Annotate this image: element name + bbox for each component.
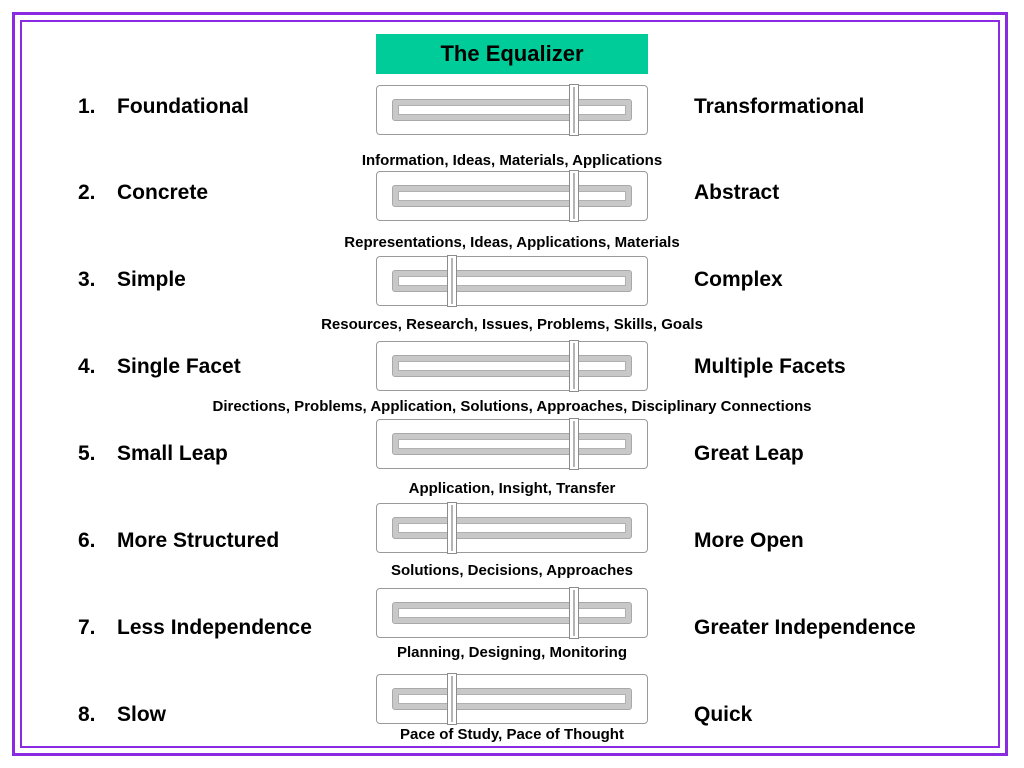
row-description: Directions, Problems, Application, Solut…	[212, 398, 812, 415]
row-description: Pace of Study, Pace of Thought	[400, 726, 624, 743]
slider-track	[392, 602, 632, 624]
right-label: Complex	[694, 268, 783, 291]
page-title: The Equalizer	[440, 41, 584, 66]
slider-track	[392, 270, 632, 292]
row-description: Representations, Ideas, Applications, Ma…	[344, 234, 680, 251]
left-label: Slow	[117, 703, 167, 726]
equalizer-slider[interactable]	[376, 255, 648, 307]
slider-knob[interactable]	[568, 340, 579, 392]
right-label: Quick	[694, 703, 753, 726]
slider-knob[interactable]	[568, 418, 579, 470]
equalizer-slider[interactable]	[376, 84, 648, 136]
slider-knob[interactable]	[568, 170, 579, 222]
page-border-inner	[20, 20, 1000, 748]
row-number: 8.	[78, 703, 96, 726]
row-number: 3.	[78, 268, 96, 291]
left-label: Simple	[117, 268, 186, 291]
row-number: 5.	[78, 442, 96, 465]
slider-knob[interactable]	[447, 502, 458, 554]
slider-knob[interactable]	[568, 84, 579, 136]
left-label: Less Independence	[117, 616, 312, 639]
left-label: Single Facet	[117, 355, 241, 378]
right-label: Greater Independence	[694, 616, 916, 639]
equalizer-slider[interactable]	[376, 502, 648, 554]
slider-track	[392, 99, 632, 121]
row-description: Application, Insight, Transfer	[408, 480, 616, 497]
row-description: Solutions, Decisions, Approaches	[391, 562, 633, 579]
row-number: 4.	[78, 355, 96, 378]
row-description: Information, Ideas, Materials, Applicati…	[361, 152, 663, 169]
slider-track	[392, 355, 632, 377]
equalizer-slider[interactable]	[376, 418, 648, 470]
equalizer-slider[interactable]	[376, 170, 648, 222]
slider-knob[interactable]	[447, 673, 458, 725]
right-label: More Open	[694, 529, 804, 552]
right-label: Multiple Facets	[694, 355, 846, 378]
slider-knob[interactable]	[447, 255, 458, 307]
left-label: More Structured	[117, 529, 280, 552]
title-banner: The Equalizer	[376, 34, 648, 74]
right-label: Abstract	[694, 181, 780, 204]
right-label: Great Leap	[694, 442, 804, 465]
slider-track	[392, 688, 632, 710]
slider-knob[interactable]	[568, 587, 579, 639]
row-number: 6.	[78, 529, 96, 552]
equalizer-slider[interactable]	[376, 673, 648, 725]
left-label: Small Leap	[117, 442, 228, 465]
right-label: Transformational	[694, 95, 865, 118]
row-number: 7.	[78, 616, 96, 639]
equalizer-slider[interactable]	[376, 587, 648, 639]
left-label: Concrete	[117, 181, 209, 204]
row-description: Planning, Designing, Monitoring	[397, 644, 627, 661]
equalizer-slider[interactable]	[376, 340, 648, 392]
slider-track	[392, 517, 632, 539]
slider-track	[392, 433, 632, 455]
row-number: 2.	[78, 181, 96, 204]
left-label: Foundational	[117, 95, 249, 118]
row-number: 1.	[78, 95, 96, 118]
slider-track	[392, 185, 632, 207]
row-description: Resources, Research, Issues, Problems, S…	[321, 316, 703, 333]
